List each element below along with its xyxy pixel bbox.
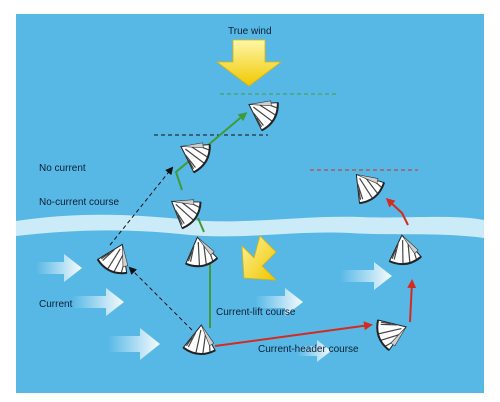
- apparent-wind-arrow: [241, 235, 278, 281]
- current-boundary-band: [16, 214, 484, 238]
- true-wind-label: True wind: [228, 26, 272, 37]
- current-flow-arrow: [297, 340, 331, 362]
- current-flow-arrow: [108, 328, 160, 360]
- current-header-course-label: Current-header course: [258, 344, 359, 355]
- current-lift-course-label: Current-lift course: [216, 307, 296, 318]
- current-lift-course-path: [174, 112, 248, 328]
- current-flow-arrow: [340, 262, 392, 290]
- current-flow-arrows: [36, 254, 392, 362]
- current-label: Current: [39, 299, 73, 310]
- reference-lines: [154, 93, 418, 171]
- no-current-course-path: [109, 166, 193, 331]
- true-wind-arrow: [215, 39, 283, 87]
- current-header-course-path: [214, 197, 417, 347]
- no-current-course-label: No-current course: [39, 197, 120, 208]
- current-flow-arrow: [255, 288, 303, 316]
- current-flow-arrow: [36, 254, 82, 282]
- current-flow-arrow: [72, 288, 124, 316]
- no-current-label: No current: [39, 163, 86, 174]
